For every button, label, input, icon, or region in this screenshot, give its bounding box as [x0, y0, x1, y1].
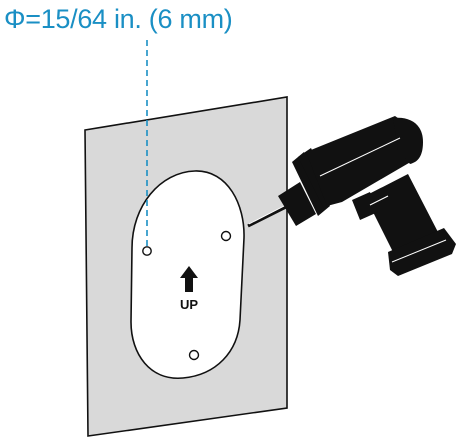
- screw-hole-top-left: [142, 246, 152, 256]
- screw-hole-top-right: [220, 230, 232, 242]
- screw-hole-bottom: [188, 349, 200, 361]
- drill-icon: [247, 116, 456, 276]
- arrow-up-icon: [180, 266, 198, 292]
- direction-label: UP: [180, 297, 198, 312]
- dimension-label: Φ=15/64 in. (6 mm): [4, 4, 233, 34]
